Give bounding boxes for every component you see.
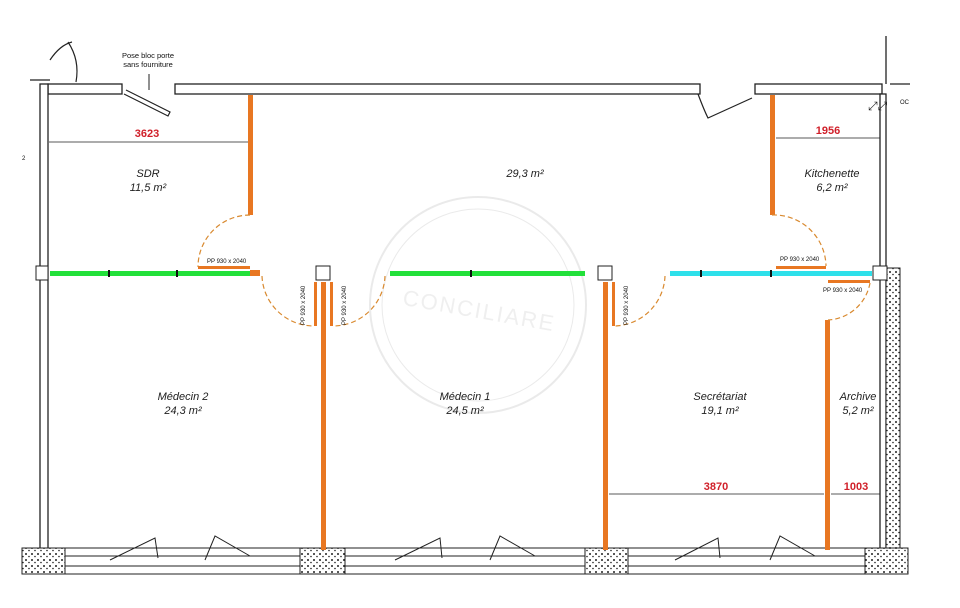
door-label: PP 930 x 2040 — [301, 285, 307, 325]
room-kitchenette-name: Kitchenette — [804, 168, 859, 180]
partitions — [198, 95, 870, 550]
door-swings — [197, 214, 871, 327]
room-medecin2-area: 24,3 m² — [163, 405, 202, 417]
room-archive-name: Archive — [839, 391, 877, 403]
dimension-archive: 1003 — [844, 481, 868, 493]
room-secretariat-area: 19,1 m² — [701, 405, 739, 417]
room-sdr-name: SDR — [136, 168, 159, 180]
room-archive-area: 5,2 m² — [842, 405, 874, 417]
room-medecin1-name: Médecin 1 — [440, 391, 491, 403]
dimension-sdr: 3623 — [135, 128, 159, 140]
room-open-area: 29,3 m² — [505, 168, 544, 180]
entry-doors — [30, 41, 753, 119]
door-label: PP 930 x 2040 — [780, 257, 820, 263]
dimension-kitchenette: 1956 — [816, 125, 840, 137]
exterior-walls — [39, 36, 910, 551]
note-line-2: sans fourniture — [123, 60, 173, 69]
side-mark-oc: OC — [900, 100, 910, 106]
dimension-lines — [49, 137, 880, 495]
glass-partitions — [50, 270, 872, 277]
pillars — [35, 265, 888, 281]
symbol-icon: ⤢⤢ — [867, 99, 887, 113]
door-label: PP 930 x 2040 — [823, 288, 863, 294]
room-medecin2-name: Médecin 2 — [158, 391, 209, 403]
hatched-column — [885, 267, 901, 551]
note-line-1: Pose bloc porte — [122, 51, 174, 60]
door-label: PP 930 x 2040 — [207, 259, 247, 265]
window-band — [21, 535, 909, 575]
dimension-secretariat: 3870 — [704, 481, 728, 493]
room-sdr-area: 11,5 m² — [130, 182, 167, 194]
watermark: CONCILIARE — [369, 196, 587, 414]
side-mark: 2 — [22, 156, 26, 162]
svg-text:CONCILIARE: CONCILIARE — [401, 285, 557, 336]
room-kitchenette-area: 6,2 m² — [816, 182, 848, 194]
door-label: PP 930 x 2040 — [342, 285, 348, 325]
room-medecin1-area: 24,5 m² — [445, 405, 484, 417]
room-secretariat-name: Secrétariat — [693, 391, 747, 403]
door-label: PP 930 x 2040 — [624, 285, 630, 325]
